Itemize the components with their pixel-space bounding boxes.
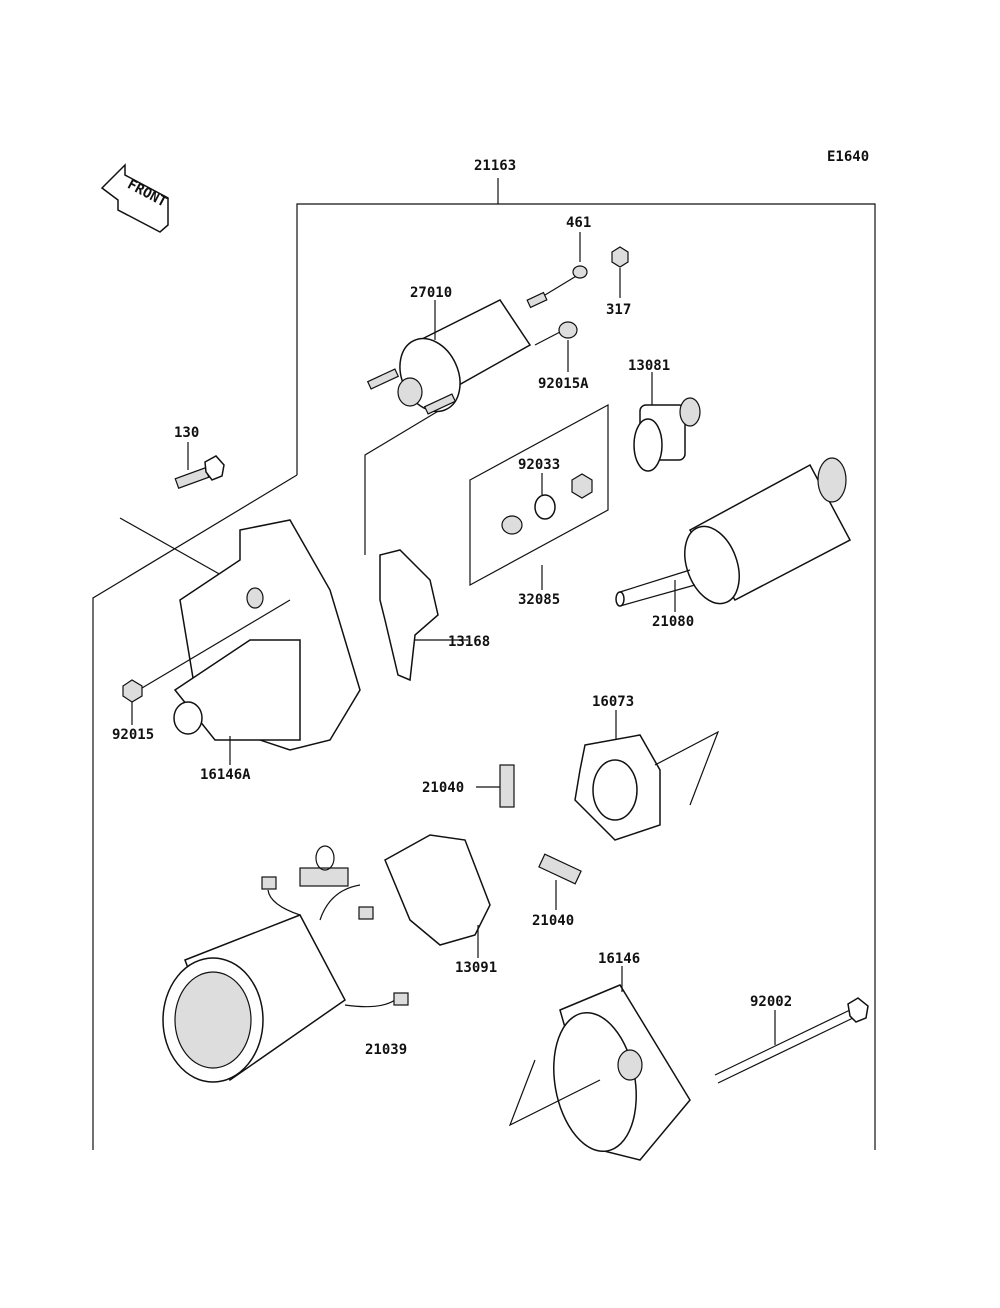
label-13081: 13081	[628, 358, 670, 374]
label-32085: 32085	[518, 592, 560, 608]
brush-holder-part	[384, 834, 491, 946]
label-13091: 13091	[455, 960, 497, 976]
label-92033: 92033	[518, 457, 560, 473]
armature-part	[615, 457, 852, 607]
label-21039: 21039	[365, 1042, 407, 1058]
label-21163: 21163	[474, 158, 516, 174]
leader-lines	[131, 232, 776, 1045]
label-92002: 92002	[750, 994, 792, 1010]
label-27010: 27010	[410, 285, 452, 301]
rear-cover-part	[508, 984, 691, 1161]
bolt-part	[174, 455, 225, 489]
pinion-part	[633, 397, 701, 472]
nut-a-part	[558, 321, 578, 339]
spring-1-part	[499, 764, 515, 808]
yoke-part	[162, 845, 409, 1083]
label-92015: 92015	[112, 727, 154, 743]
label-317: 317	[606, 302, 631, 318]
label-130: 130	[174, 425, 199, 441]
label-16146a: 16146A	[200, 767, 251, 783]
diagram-code: E1640	[827, 149, 869, 165]
label-21040-a: 21040	[422, 780, 464, 796]
front-housing-part	[122, 519, 361, 751]
label-16073: 16073	[592, 694, 634, 710]
brush-plate-part	[574, 730, 720, 841]
solenoid-part	[366, 274, 579, 415]
label-16146: 16146	[598, 951, 640, 967]
label-21080: 21080	[652, 614, 694, 630]
front-arrow-icon: FRONT	[100, 163, 169, 233]
label-92015a: 92015A	[538, 376, 589, 392]
label-461: 461	[566, 215, 591, 231]
lever-part	[379, 549, 439, 682]
label-21040-b: 21040	[532, 913, 574, 929]
nut-part	[611, 246, 629, 268]
gear-kit-part	[469, 403, 609, 587]
assembly-frame	[92, 178, 876, 1150]
label-13168: 13168	[448, 634, 490, 650]
spring-2-part	[538, 853, 582, 885]
through-bolt-part	[714, 997, 869, 1084]
washer-part	[572, 265, 588, 279]
